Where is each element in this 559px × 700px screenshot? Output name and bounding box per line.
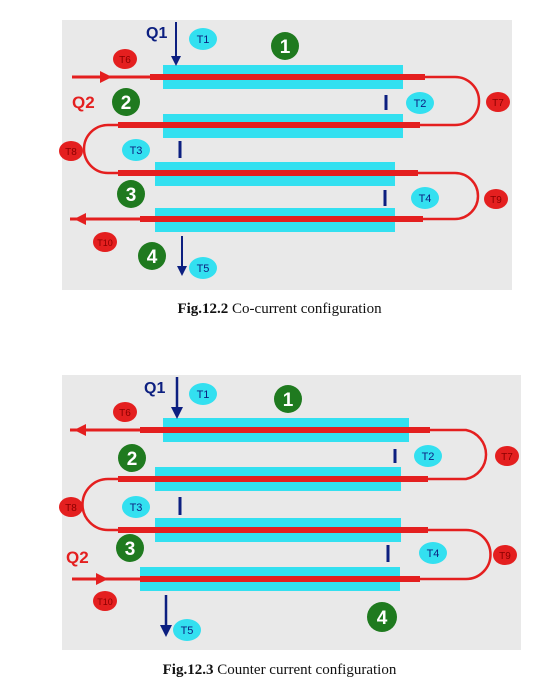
outlet-arrow-icon — [74, 424, 86, 436]
svg-text:3: 3 — [126, 185, 137, 206]
svg-text:T2: T2 — [422, 451, 435, 463]
t2-badge: T2 — [414, 445, 442, 467]
figure-number: Fig.12.2 — [177, 301, 229, 317]
figure-number: Fig.12.3 — [162, 662, 214, 678]
svg-text:4: 4 — [147, 247, 158, 268]
svg-text:T6: T6 — [119, 55, 131, 66]
t5-badge: T5 — [189, 257, 217, 279]
t9-badge: T9 — [484, 189, 508, 209]
u-bend-right-top — [420, 75, 481, 127]
svg-text:T2: T2 — [414, 98, 427, 110]
counter-current-diagram: Q1 Q2 T1 T2 T3 T4 T5 T6 T7 T8 T9 T10 — [59, 377, 519, 641]
svg-text:T7: T7 — [501, 452, 513, 463]
tube-4 — [140, 576, 420, 582]
t9-badge: T9 — [493, 545, 517, 565]
t4-badge: T4 — [411, 187, 439, 209]
svg-text:T7: T7 — [492, 98, 504, 109]
t10-badge: T10 — [93, 591, 117, 611]
svg-text:2: 2 — [127, 449, 138, 470]
inlet-arrow-icon — [96, 573, 108, 585]
svg-text:T10: T10 — [97, 238, 113, 248]
svg-text:T5: T5 — [197, 263, 210, 275]
co-current-diagram: Q1 Q2 T1 T2 T3 T4 T5 T6 T7 T8 T9 T10 — [59, 22, 510, 279]
svg-text:1: 1 — [280, 37, 291, 58]
t4-badge: T4 — [419, 542, 447, 564]
svg-text:4: 4 — [377, 608, 388, 629]
t5-badge: T5 — [173, 619, 201, 641]
u-bend-right-bottom — [420, 528, 492, 581]
tube-4 — [140, 216, 423, 222]
tube-2 — [118, 122, 420, 128]
u-bend-left-middle — [82, 123, 118, 175]
svg-text:T1: T1 — [197, 389, 210, 401]
t6-badge: T6 — [113, 49, 137, 69]
tube-3 — [118, 170, 418, 176]
svg-text:T8: T8 — [65, 147, 77, 158]
svg-text:2: 2 — [121, 93, 132, 114]
svg-text:T4: T4 — [419, 193, 432, 205]
tube-1 — [150, 74, 425, 80]
t5-arrow-icon — [160, 625, 172, 637]
t1-badge: T1 — [189, 383, 217, 405]
t1-badge: T1 — [189, 28, 217, 50]
t7-badge: T7 — [486, 92, 510, 112]
figure-title: Counter current configuration — [213, 662, 397, 678]
tube-2 — [118, 476, 428, 482]
section-4-badge: 4 — [367, 602, 397, 632]
figure-caption-co-current: Fig.12.2 Co-current configuration — [0, 301, 559, 318]
q1-label: Q1 — [144, 380, 165, 397]
u-bend-left-middle — [81, 477, 118, 532]
svg-text:T6: T6 — [119, 408, 131, 419]
figure-caption-counter-current: Fig.12.3 Counter current configuration — [0, 662, 559, 679]
svg-text:T8: T8 — [65, 503, 77, 514]
t2-badge: T2 — [406, 92, 434, 114]
svg-text:T10: T10 — [97, 597, 113, 607]
u-bend-right-bottom — [418, 171, 480, 221]
section-4-badge: 4 — [138, 242, 166, 270]
svg-text:T9: T9 — [499, 551, 511, 562]
q1-label: Q1 — [146, 25, 167, 42]
section-2-badge: 2 — [118, 444, 146, 472]
svg-text:3: 3 — [125, 539, 136, 560]
tube-3 — [118, 527, 428, 533]
svg-text:T3: T3 — [130, 145, 143, 157]
t7-badge: T7 — [495, 446, 519, 466]
q1-arrow-icon — [171, 407, 183, 419]
svg-text:T4: T4 — [427, 548, 440, 560]
t8-badge: T8 — [59, 141, 83, 161]
t3-badge: T3 — [122, 139, 150, 161]
inlet-arrow-icon — [100, 71, 112, 83]
q2-label: Q2 — [66, 548, 89, 567]
svg-text:T9: T9 — [490, 195, 502, 206]
outlet-arrow-icon — [74, 213, 86, 225]
t10-badge: T10 — [93, 232, 117, 252]
tube-1 — [140, 427, 430, 433]
svg-text:T1: T1 — [197, 34, 210, 46]
t3-badge: T3 — [122, 496, 150, 518]
svg-text:1: 1 — [283, 390, 294, 411]
section-2-badge: 2 — [112, 88, 140, 116]
q1-arrow-icon — [171, 56, 181, 66]
t5-arrow-icon — [177, 266, 187, 276]
section-3-badge: 3 — [116, 534, 144, 562]
svg-text:T5: T5 — [181, 625, 194, 637]
figure-title: Co-current configuration — [228, 301, 382, 317]
t8-badge: T8 — [59, 497, 83, 517]
section-1-badge: 1 — [274, 385, 302, 413]
u-bend-right-top — [428, 428, 488, 481]
t6-badge: T6 — [113, 402, 137, 422]
section-1-badge: 1 — [271, 32, 299, 60]
q2-label: Q2 — [72, 93, 95, 112]
svg-text:T3: T3 — [130, 502, 143, 514]
section-3-badge: 3 — [117, 180, 145, 208]
